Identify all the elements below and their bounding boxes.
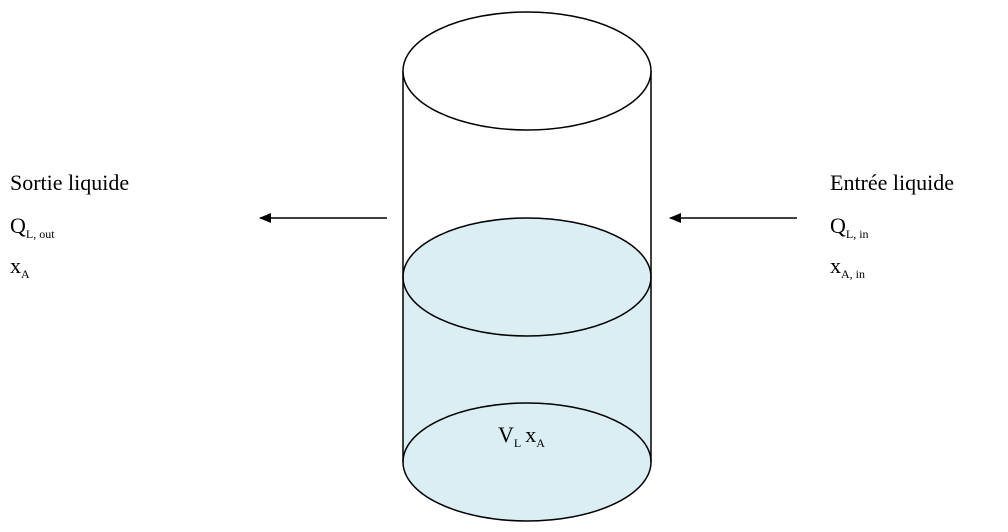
tank-bottom-ellipse [402, 402, 652, 522]
outlet-flow-label: QL, out [10, 213, 55, 241]
outlet-concentration-label: xA [10, 253, 30, 281]
tank-top-ellipse [402, 11, 652, 131]
liquid-surface-ellipse [402, 217, 652, 337]
inlet-flow-label: QL, in [830, 213, 869, 241]
outlet-title: Sortie liquide [10, 170, 129, 195]
inlet-title: Entrée liquide [830, 170, 954, 195]
inlet-concentration-label: xA, in [830, 253, 865, 281]
